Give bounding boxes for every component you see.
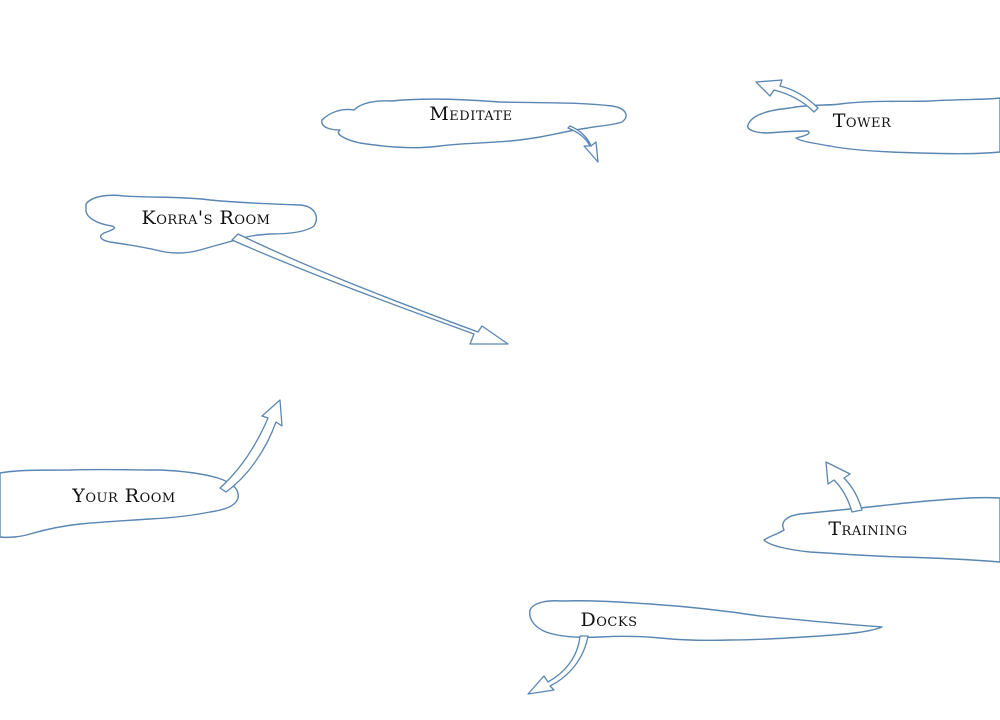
meditate-arrow-icon[interactable]: [567, 125, 599, 163]
training-location[interactable]: [763, 461, 1000, 563]
docks-location[interactable]: [527, 600, 883, 695]
tower-location[interactable]: [747, 79, 1000, 155]
korras-room-label[interactable]: Korra's Room: [141, 207, 271, 229]
training-arrow-icon[interactable]: [825, 461, 863, 513]
training-label[interactable]: Training: [828, 518, 908, 540]
tower-cloud[interactable]: [747, 97, 1000, 155]
docks-arrow-icon[interactable]: [527, 635, 589, 695]
tower-arrow-icon[interactable]: [755, 79, 819, 113]
your-room-label[interactable]: Your Room: [72, 485, 176, 507]
docks-label[interactable]: Docks: [580, 609, 638, 631]
meditate-label[interactable]: Meditate: [429, 103, 513, 125]
your-room-arrow-icon[interactable]: [219, 399, 283, 493]
korras-room-arrow-icon[interactable]: [231, 233, 509, 345]
tower-label[interactable]: Tower: [832, 110, 892, 132]
meditate-cloud[interactable]: [321, 98, 627, 149]
your-room-cloud[interactable]: [0, 468, 239, 539]
meditate-location[interactable]: [321, 98, 627, 163]
korras-room-location[interactable]: [85, 194, 509, 345]
training-cloud[interactable]: [763, 496, 1000, 563]
your-room-location[interactable]: [0, 399, 283, 539]
docks-cloud[interactable]: [529, 600, 883, 642]
